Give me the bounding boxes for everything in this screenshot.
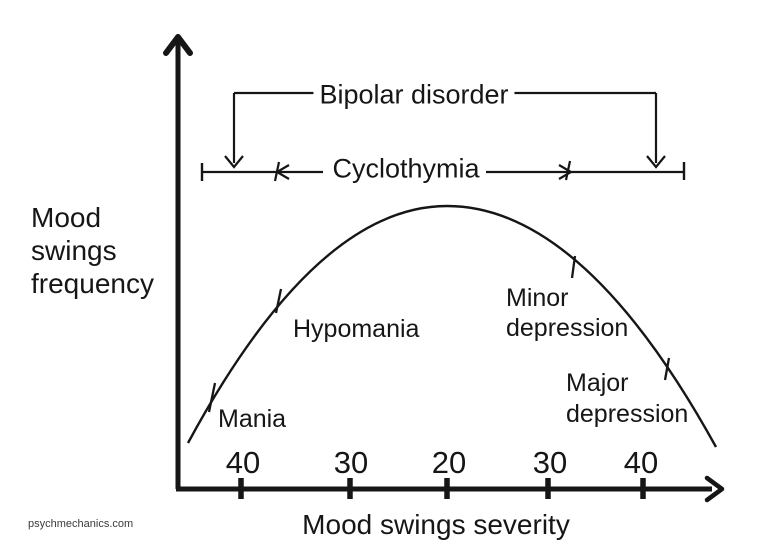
x-tick-label-20: 20 <box>431 445 467 480</box>
bipolar-right-down-arrow-icon <box>646 155 666 169</box>
major-depression-line2: depression <box>566 400 689 428</box>
major-depression-label: Major depression <box>566 368 688 430</box>
watermark: psychmechanics.com <box>28 518 134 530</box>
minor-depression-label: Minor depression <box>506 283 628 343</box>
y-axis-title: Mood swings frequency <box>31 201 154 300</box>
cyclothymia-label: Cyclothymia <box>326 155 486 183</box>
bipolar-bracket <box>224 91 666 169</box>
y-axis-title-line3: frequency <box>31 268 154 299</box>
cyclothymia-right-arrow-icon <box>558 164 574 180</box>
x-axis-arrow-icon <box>704 475 725 503</box>
x-tick-label-30-left: 30 <box>333 445 369 480</box>
x-tick-label-30-right: 30 <box>532 445 568 480</box>
y-axis-title-line1: Mood <box>31 202 102 233</box>
mania-label: Mania <box>218 405 287 433</box>
x-axis-title: Mood swings severity <box>302 509 570 540</box>
bipolar-disorder-label: Bipolar disorder <box>313 81 515 109</box>
cyclothymia-inner-tick-right <box>564 160 572 181</box>
cyclothymia-range <box>200 160 686 182</box>
minor-depression-curve-tick <box>570 255 577 279</box>
mania-curve-tick <box>207 382 217 413</box>
minor-depression-line1: Minor <box>506 284 569 312</box>
minor-depression-line2: depression <box>506 314 629 342</box>
x-tick-label-40-right: 40 <box>623 445 659 480</box>
major-depression-curve-tick <box>663 357 671 381</box>
y-axis-arrow-icon <box>163 34 193 56</box>
hypomania-curve-tick <box>274 288 283 314</box>
bipolar-left-down-arrow-icon <box>224 155 244 169</box>
cyclothymia-left-arrow-icon <box>274 164 290 180</box>
hypomania-label: Hypomania <box>293 315 420 343</box>
x-tick-label-40-left: 40 <box>225 445 261 480</box>
major-depression-line1: Major <box>566 369 629 397</box>
frequency-curve <box>186 204 718 448</box>
y-axis-title-line2: swings <box>31 235 117 266</box>
